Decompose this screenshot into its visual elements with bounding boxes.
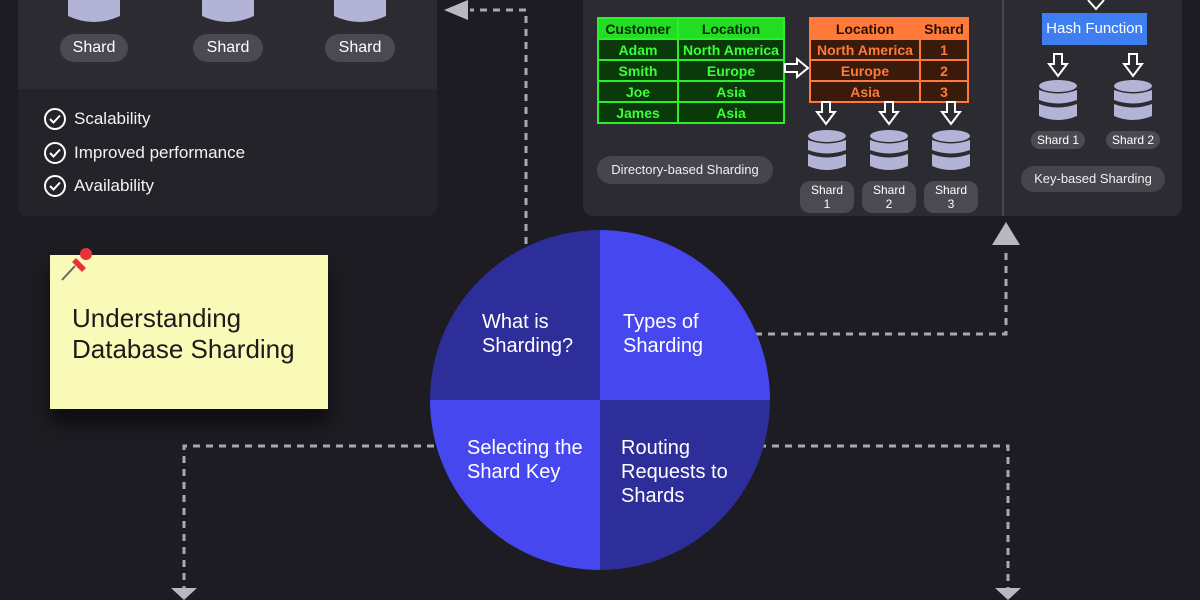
database-icon (334, 0, 386, 22)
title-line-2: Database Sharding (72, 334, 295, 364)
quadrant-selecting-shard-key (430, 400, 600, 570)
shard-label: Shard 3 (924, 181, 978, 213)
title-sticky-note: Understanding Database Sharding (50, 255, 328, 409)
key-shard-2: Shard 2 (1105, 80, 1161, 149)
arrow-left-top (444, 0, 468, 20)
shard-group-2: Shard (193, 0, 263, 62)
quadrant-label-routing[interactable]: Routing Requests to Shards (621, 436, 728, 508)
arrow-down-left (171, 588, 197, 600)
quadrant-label-line: Shards (621, 485, 685, 507)
arrow-down-right (995, 588, 1021, 600)
database-icon (870, 130, 908, 170)
connector-what-is (470, 8, 528, 270)
hash-function-box: Hash Function (1042, 13, 1147, 45)
table-header: Location (809, 17, 921, 40)
title-line-1: Understanding (72, 303, 242, 333)
shard-label: Shard (60, 34, 128, 62)
connector-selecting (182, 444, 447, 588)
customer-location-table: Customer Location Adam North America Smi… (597, 17, 785, 124)
topics-circle (430, 230, 770, 570)
pushpin-icon (61, 248, 92, 281)
connector-types (742, 248, 1008, 336)
quadrant-label-line: Sharding (623, 335, 704, 357)
table-row: Asia 3 (809, 80, 969, 103)
panel-divider (1002, 0, 1004, 216)
quadrant-label-line: What is (482, 311, 549, 333)
shard-label: Shard 1 (800, 181, 854, 213)
shard-label: Shard 2 (1105, 131, 1161, 149)
directory-sharding-label: Directory-based Sharding (597, 156, 773, 184)
directory-shard-1: Shard 1 (800, 130, 854, 213)
quadrant-label-line: Selecting the (467, 437, 583, 459)
database-icon (1039, 80, 1077, 120)
quadrant-label-selecting[interactable]: Selecting the Shard Key (467, 436, 583, 484)
table-header: Shard (919, 17, 969, 40)
checkmark-icon (44, 142, 66, 164)
quadrant-label-types[interactable]: Types of Sharding (623, 310, 703, 358)
table-cell: 3 (919, 80, 969, 103)
right-arrow-icon (784, 57, 810, 79)
shard-label: Shard 2 (862, 181, 916, 213)
table-row: North America 1 (809, 38, 969, 61)
benefit-label: Availability (74, 176, 155, 195)
benefit-availability: Availability (44, 175, 154, 197)
table-header: Location (677, 17, 785, 40)
location-shard-table: Location Shard North America 1 Europe 2 … (809, 17, 969, 103)
table-cell: Europe (677, 59, 785, 82)
table-row: Adam North America (597, 38, 785, 61)
connector-routing (746, 444, 1010, 588)
benefit-label: Scalability (74, 109, 151, 128)
benefit-performance: Improved performance (44, 142, 245, 164)
quadrant-label-line: Shard Key (467, 461, 561, 483)
database-icon (1114, 80, 1152, 120)
table-header: Customer (597, 17, 679, 40)
table-cell: 1 (919, 38, 969, 61)
key-sharding-label: Key-based Sharding (1021, 166, 1165, 192)
benefit-label: Improved performance (74, 143, 246, 162)
table-cell: Asia (809, 80, 921, 103)
directory-shard-3: Shard 3 (924, 130, 978, 213)
table-cell: North America (809, 38, 921, 61)
benefits-area (18, 89, 437, 216)
database-icon (932, 130, 970, 170)
quadrant-label-line: Sharding? (482, 335, 574, 357)
table-row: Smith Europe (597, 59, 785, 82)
key-shard-1: Shard 1 (1030, 80, 1086, 149)
table-cell: 2 (919, 59, 969, 82)
shard-label: Shard (193, 34, 263, 62)
arrow-up-right (992, 222, 1020, 245)
table-cell: Adam (597, 38, 679, 61)
table-cell: Smith (597, 59, 679, 82)
table-row: Europe 2 (809, 59, 969, 82)
checkmark-icon (44, 108, 66, 130)
checkmark-icon (44, 175, 66, 197)
shard-label: Shard (325, 34, 395, 62)
directory-shard-2: Shard 2 (862, 130, 916, 213)
quadrant-what-is-sharding (430, 230, 600, 400)
database-icon (202, 0, 254, 22)
shard-label: Shard 1 (1030, 131, 1086, 149)
down-arrows (815, 101, 962, 126)
table-cell: Europe (809, 59, 921, 82)
shard-group-1: Shard (60, 0, 128, 62)
database-icon (808, 130, 846, 170)
quadrant-label-line: Requests to (621, 461, 728, 483)
shard-group-3: Shard (325, 0, 395, 62)
benefit-scalability: Scalability (44, 108, 151, 130)
table-cell: Joe (597, 80, 679, 103)
quadrant-label-line: Types of (623, 311, 699, 333)
table-cell: Asia (677, 101, 785, 124)
table-row: James Asia (597, 101, 785, 124)
down-arrow-icon (1087, 0, 1105, 11)
quadrant-types-of-sharding (600, 230, 770, 400)
quadrant-label-what-is[interactable]: What is Sharding? (482, 310, 573, 358)
quadrant-routing-requests (600, 400, 770, 570)
down-arrows (1047, 53, 1144, 78)
quadrant-label-line: Routing (621, 437, 690, 459)
database-icon (68, 0, 120, 22)
table-row: Joe Asia (597, 80, 785, 103)
table-cell: Asia (677, 80, 785, 103)
table-cell: James (597, 101, 679, 124)
table-cell: North America (677, 38, 785, 61)
